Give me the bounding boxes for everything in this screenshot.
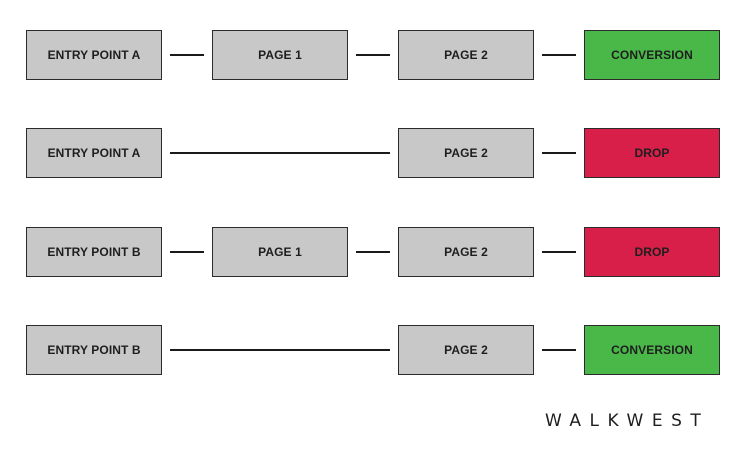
step-label: PAGE 1 [258, 245, 302, 259]
connector-line [170, 349, 390, 351]
step-label: PAGE 2 [444, 146, 488, 160]
step-label: CONVERSION [611, 343, 693, 357]
step-label: PAGE 2 [444, 245, 488, 259]
step-label: ENTRY POINT B [47, 245, 141, 259]
step-page2-box: PAGE 2 [398, 30, 534, 80]
step-entry-box: ENTRY POINT A [26, 30, 162, 80]
step-page2-box: PAGE 2 [398, 227, 534, 277]
step-page1-box: PAGE 1 [212, 30, 348, 80]
connector-line [170, 251, 204, 253]
connector-line [542, 251, 576, 253]
step-outcome-box: DROP [584, 128, 720, 178]
step-label: PAGE 2 [444, 343, 488, 357]
step-label: PAGE 1 [258, 48, 302, 62]
brand-wordmark: WALKWEST [545, 411, 710, 431]
connector-line [356, 54, 390, 56]
connector-line [356, 251, 390, 253]
step-label: PAGE 2 [444, 48, 488, 62]
step-label: DROP [634, 146, 670, 160]
connector-line [170, 54, 204, 56]
connector-line [542, 152, 576, 154]
step-label: ENTRY POINT A [47, 146, 141, 160]
step-entry-box: ENTRY POINT B [26, 227, 162, 277]
step-outcome-box: CONVERSION [584, 30, 720, 80]
step-label: CONVERSION [611, 48, 693, 62]
connector-line [170, 152, 390, 154]
step-label: DROP [634, 245, 670, 259]
step-page2-box: PAGE 2 [398, 128, 534, 178]
step-page2-box: PAGE 2 [398, 325, 534, 375]
step-outcome-box: CONVERSION [584, 325, 720, 375]
step-entry-box: ENTRY POINT B [26, 325, 162, 375]
step-label: ENTRY POINT B [47, 343, 141, 357]
step-page1-box: PAGE 1 [212, 227, 348, 277]
step-label: ENTRY POINT A [47, 48, 141, 62]
connector-line [542, 54, 576, 56]
step-outcome-box: DROP [584, 227, 720, 277]
step-entry-box: ENTRY POINT A [26, 128, 162, 178]
connector-line [542, 349, 576, 351]
